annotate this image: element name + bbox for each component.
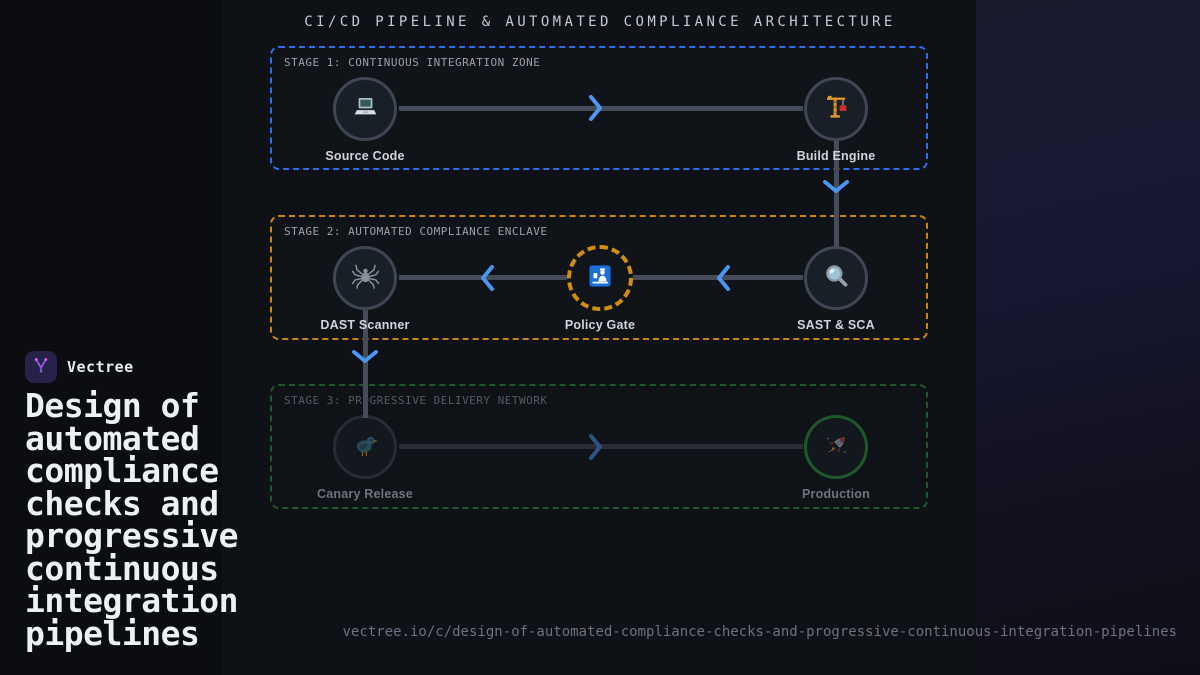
node-source-code-label: Source Code [325, 149, 405, 163]
node-build-engine [804, 77, 868, 141]
diagram-title: CI/CD PIPELINE & AUTOMATED COMPLIANCE AR… [304, 14, 896, 30]
arrow-right-icon [587, 94, 605, 122]
connector-dast-to-canary [363, 310, 368, 418]
magnifying-glass-icon [821, 261, 852, 296]
headline-line: integration [25, 581, 239, 620]
node-source-code [333, 77, 397, 141]
construction-crane-icon [821, 92, 852, 127]
left-background-band [0, 0, 222, 675]
laptop-icon [350, 92, 381, 127]
spider-icon [350, 261, 381, 296]
headline-line: progressive [25, 516, 239, 555]
stage-3-label: STAGE 3: PROGRESSIVE DELIVERY NETWORK [284, 394, 548, 407]
node-canary-release-label: Canary Release [317, 487, 413, 501]
bird-icon [350, 430, 381, 465]
brand-name: Vectree [67, 358, 134, 376]
stage-2-box: STAGE 2: AUTOMATED COMPLIANCE ENCLAVE [270, 215, 928, 340]
node-dast-scanner-label: DAST Scanner [320, 318, 410, 332]
headline-line: pipelines [25, 613, 200, 653]
headline-line: automated [25, 418, 200, 458]
headline: Design of automated compliance checks an… [25, 386, 239, 653]
node-policy-gate [567, 245, 633, 311]
node-sast-sca-label: SAST & SCA [797, 318, 875, 332]
vectree-branch-icon [30, 354, 52, 380]
node-canary-release [333, 415, 397, 479]
brand-row: Vectree [25, 351, 134, 383]
rocket-icon [821, 430, 852, 465]
passport-control-icon [585, 261, 615, 295]
headline-line: compliance [25, 451, 219, 490]
stage-1-label: STAGE 1: CONTINUOUS INTEGRATION ZONE [284, 56, 541, 69]
node-sast-sca [804, 246, 868, 310]
node-policy-gate-label: Policy Gate [564, 318, 636, 332]
headline-line: continuous [25, 548, 219, 588]
node-dast-scanner [333, 246, 397, 310]
right-gradient-panel [976, 0, 1200, 675]
headline-line: checks and [25, 483, 219, 523]
node-production-label: Production [802, 487, 870, 501]
node-production [804, 415, 868, 479]
brand-logo [25, 351, 57, 383]
arrow-right-icon [587, 433, 605, 461]
connector-build-to-sast [834, 141, 839, 249]
node-build-engine-label: Build Engine [796, 149, 876, 163]
stage-1-box: STAGE 1: CONTINUOUS INTEGRATION ZONE [270, 46, 928, 170]
headline-line: Design of [25, 386, 200, 425]
arrow-down-icon [822, 178, 850, 196]
arrow-left-icon [714, 264, 732, 292]
footer-url: vectree.io/c/design-of-automated-complia… [342, 624, 1177, 640]
arrow-down-icon [351, 348, 379, 366]
stage-2-label: STAGE 2: AUTOMATED COMPLIANCE ENCLAVE [284, 225, 548, 238]
arrow-left-icon [478, 264, 496, 292]
stage-3-box: STAGE 3: PROGRESSIVE DELIVERY NETWORK [270, 384, 928, 509]
